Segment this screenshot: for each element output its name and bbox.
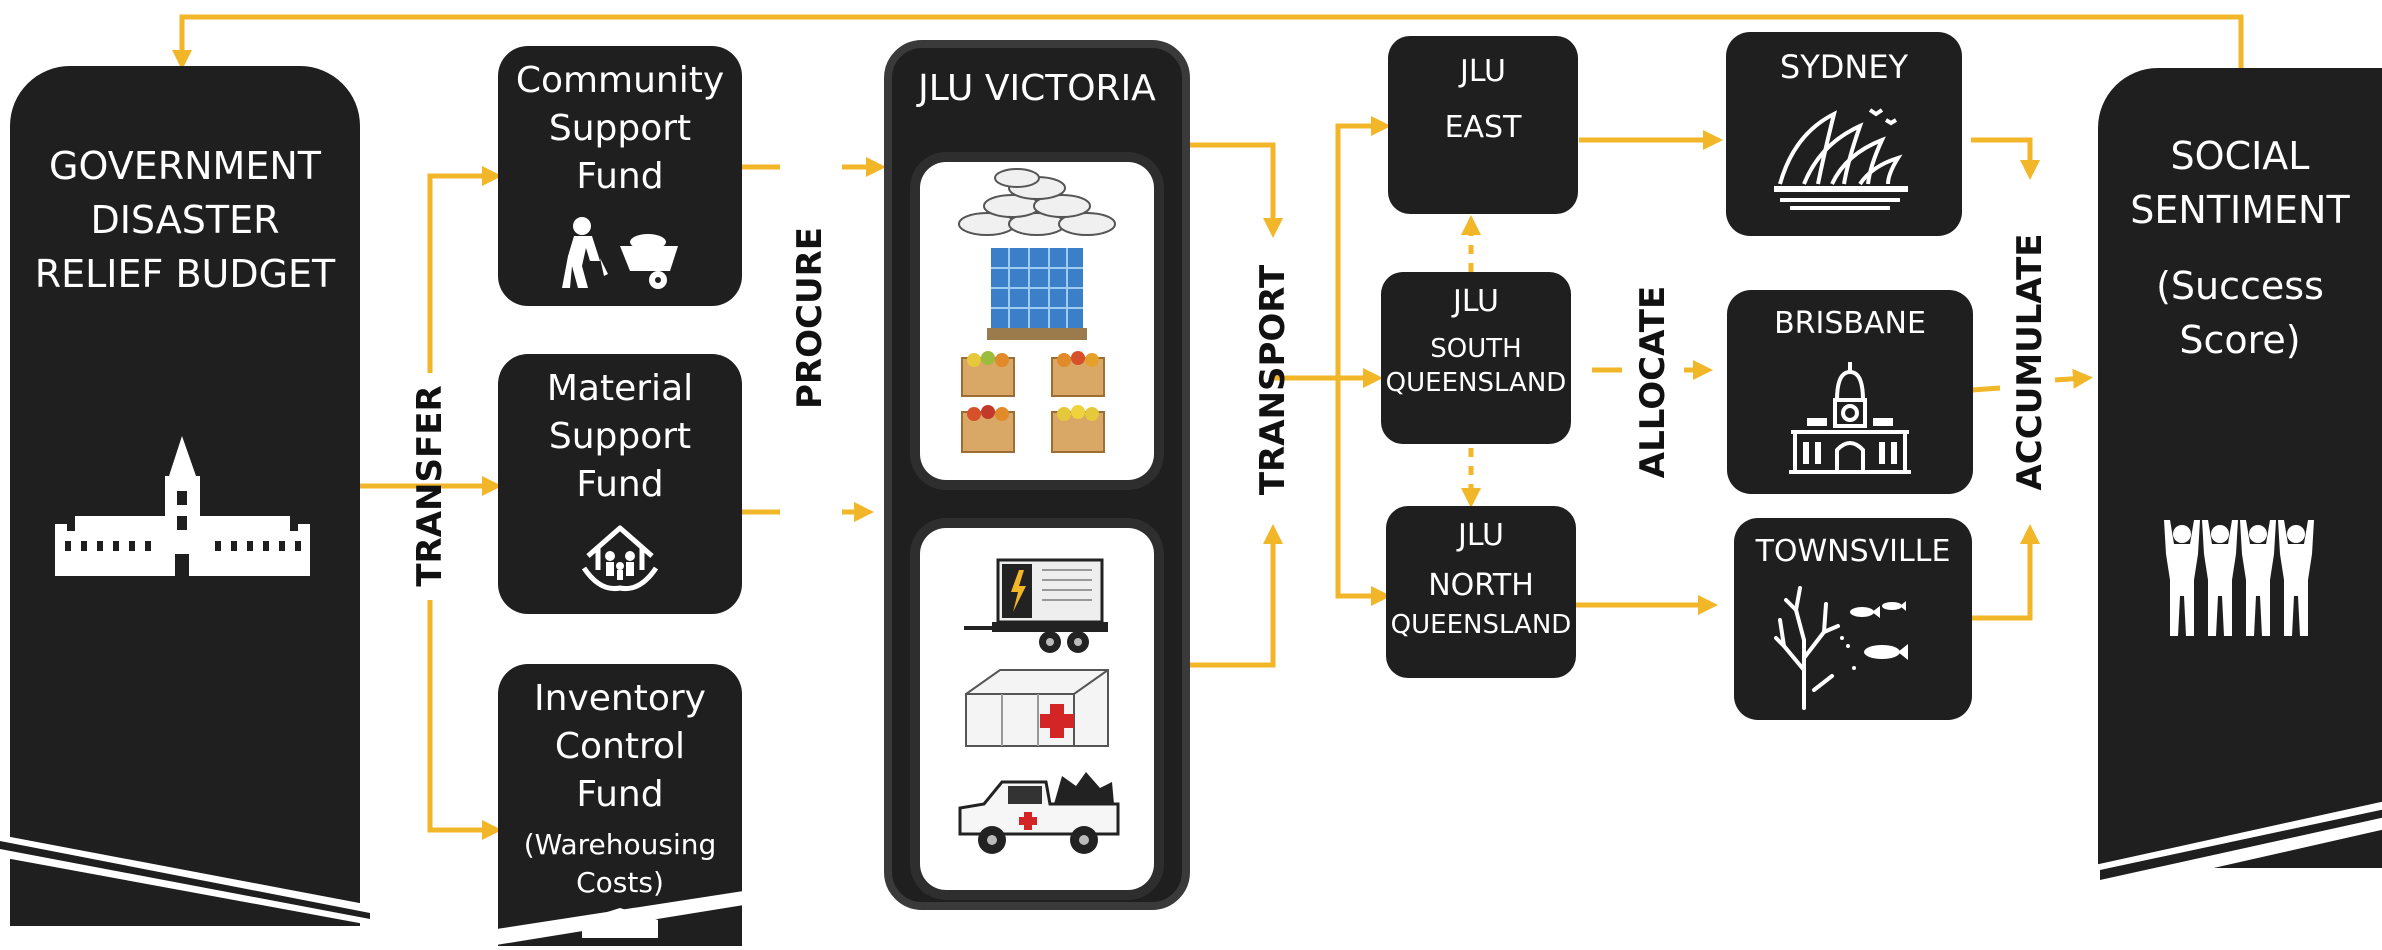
opera-house-icon <box>1774 108 1908 210</box>
worker-wheelbarrow-icon <box>562 217 678 289</box>
transport-label: TRANSPORT <box>1253 264 1293 496</box>
material-line3: Fund <box>576 464 664 505</box>
procure-label: PROCURE <box>790 227 830 409</box>
accumulate-to-sentiment <box>2054 368 2093 389</box>
transport-from-supplies <box>1190 142 1283 238</box>
jlu-north-line3: QUEENSLAND <box>1390 610 1572 640</box>
government-line3: RELIEF BUDGET <box>34 252 336 296</box>
social-sentiment-node: SOCIAL SENTIMENT (Success Score) <box>2098 68 2382 868</box>
inventory-line5: Costs) <box>576 866 664 899</box>
parliament-building-icon <box>55 436 310 576</box>
material-line1: Material <box>546 368 694 409</box>
generator-trailer-icon <box>964 558 1108 653</box>
material-support-fund: Material Support Fund <box>498 354 742 614</box>
government-line1: GOVERNMENT <box>49 144 321 188</box>
townsville-node: TOWNSVILLE <box>1734 518 1972 720</box>
inventory-line2: Control <box>554 726 686 767</box>
jlu-north-queensland-node: JLU NORTH QUEENSLAND <box>1386 506 1576 678</box>
accumulate-sydney <box>1971 137 2040 180</box>
medical-tent-icon <box>965 669 1109 747</box>
sentiment-line1: SOCIAL <box>2170 134 2310 178</box>
inventory-line1: Inventory <box>534 678 706 719</box>
transfer-to-community <box>427 166 502 373</box>
jlu-east-line2: EAST <box>1444 110 1522 145</box>
transfer-label: TRANSFER <box>410 385 450 587</box>
sentiment-line4: Score) <box>2179 318 2301 362</box>
jlu-north-line1: JLU <box>1457 518 1505 553</box>
transfer-to-inventory <box>427 600 502 840</box>
material-line2: Support <box>548 416 692 457</box>
jlu-east-line1: JLU <box>1459 54 1507 89</box>
community-line2: Support <box>548 108 692 149</box>
water-pallet-icon <box>987 248 1087 340</box>
rescue-truck-icon <box>958 772 1120 854</box>
government-base-stripe <box>0 835 370 925</box>
allocate-label: ALLOCATE <box>1633 285 1673 479</box>
jlu-south-line1: JLU <box>1452 284 1500 319</box>
sentiment-line2: SENTIMENT <box>2130 188 2350 232</box>
jlu-south-line3: QUEENSLAND <box>1385 368 1567 398</box>
government-budget-node: GOVERNMENT DISASTER RELIEF BUDGET <box>10 66 360 926</box>
reef-fish-icon <box>1774 586 1908 710</box>
home-family-hands-icon <box>581 525 659 592</box>
brisbane-name: BRISBANE <box>1774 306 1926 341</box>
jlu-victoria-title: JLU VICTORIA <box>918 68 1156 109</box>
transport-to-east <box>1335 116 1391 378</box>
community-line1: Community <box>515 60 725 101</box>
jlu-victoria-node: JLU VICTORIA <box>884 40 1190 910</box>
sandbags-icon <box>958 168 1116 236</box>
accumulate-label: ACCUMULATE <box>2010 233 2050 491</box>
brisbane-node: BRISBANE <box>1727 290 1973 494</box>
accumulate-brisbane <box>1971 385 2001 393</box>
jlu-east-node: JLU EAST <box>1388 36 1578 214</box>
sentiment-line3: (Success <box>2156 264 2324 308</box>
sydney-node: SYDNEY <box>1726 32 1962 236</box>
accumulate-townsville <box>1972 524 2040 621</box>
jlu-south-line2: SOUTH <box>1430 334 1522 364</box>
jlu-south-queensland-node: JLU SOUTH QUEENSLAND <box>1381 272 1571 444</box>
community-line3: Fund <box>576 156 664 197</box>
produce-crates-icon <box>961 351 1105 453</box>
feedback-arrow <box>172 14 2244 70</box>
community-support-fund: Community Support Fund <box>498 46 742 306</box>
city-hall-icon <box>1789 362 1911 474</box>
inventory-line3: Fund <box>576 774 664 815</box>
cheering-people-icon <box>2164 520 2314 636</box>
jlu-north-line2: NORTH <box>1428 568 1534 603</box>
government-line2: DISASTER <box>90 198 280 242</box>
townsville-name: TOWNSVILLE <box>1755 534 1951 569</box>
sentiment-base-stripe <box>2090 801 2382 890</box>
transport-from-equipment <box>1190 524 1283 668</box>
inventory-line4: (Warehousing <box>523 828 717 861</box>
transport-to-north <box>1335 378 1391 606</box>
sydney-name: SYDNEY <box>1779 48 1909 86</box>
inventory-base-stripe <box>490 890 750 946</box>
